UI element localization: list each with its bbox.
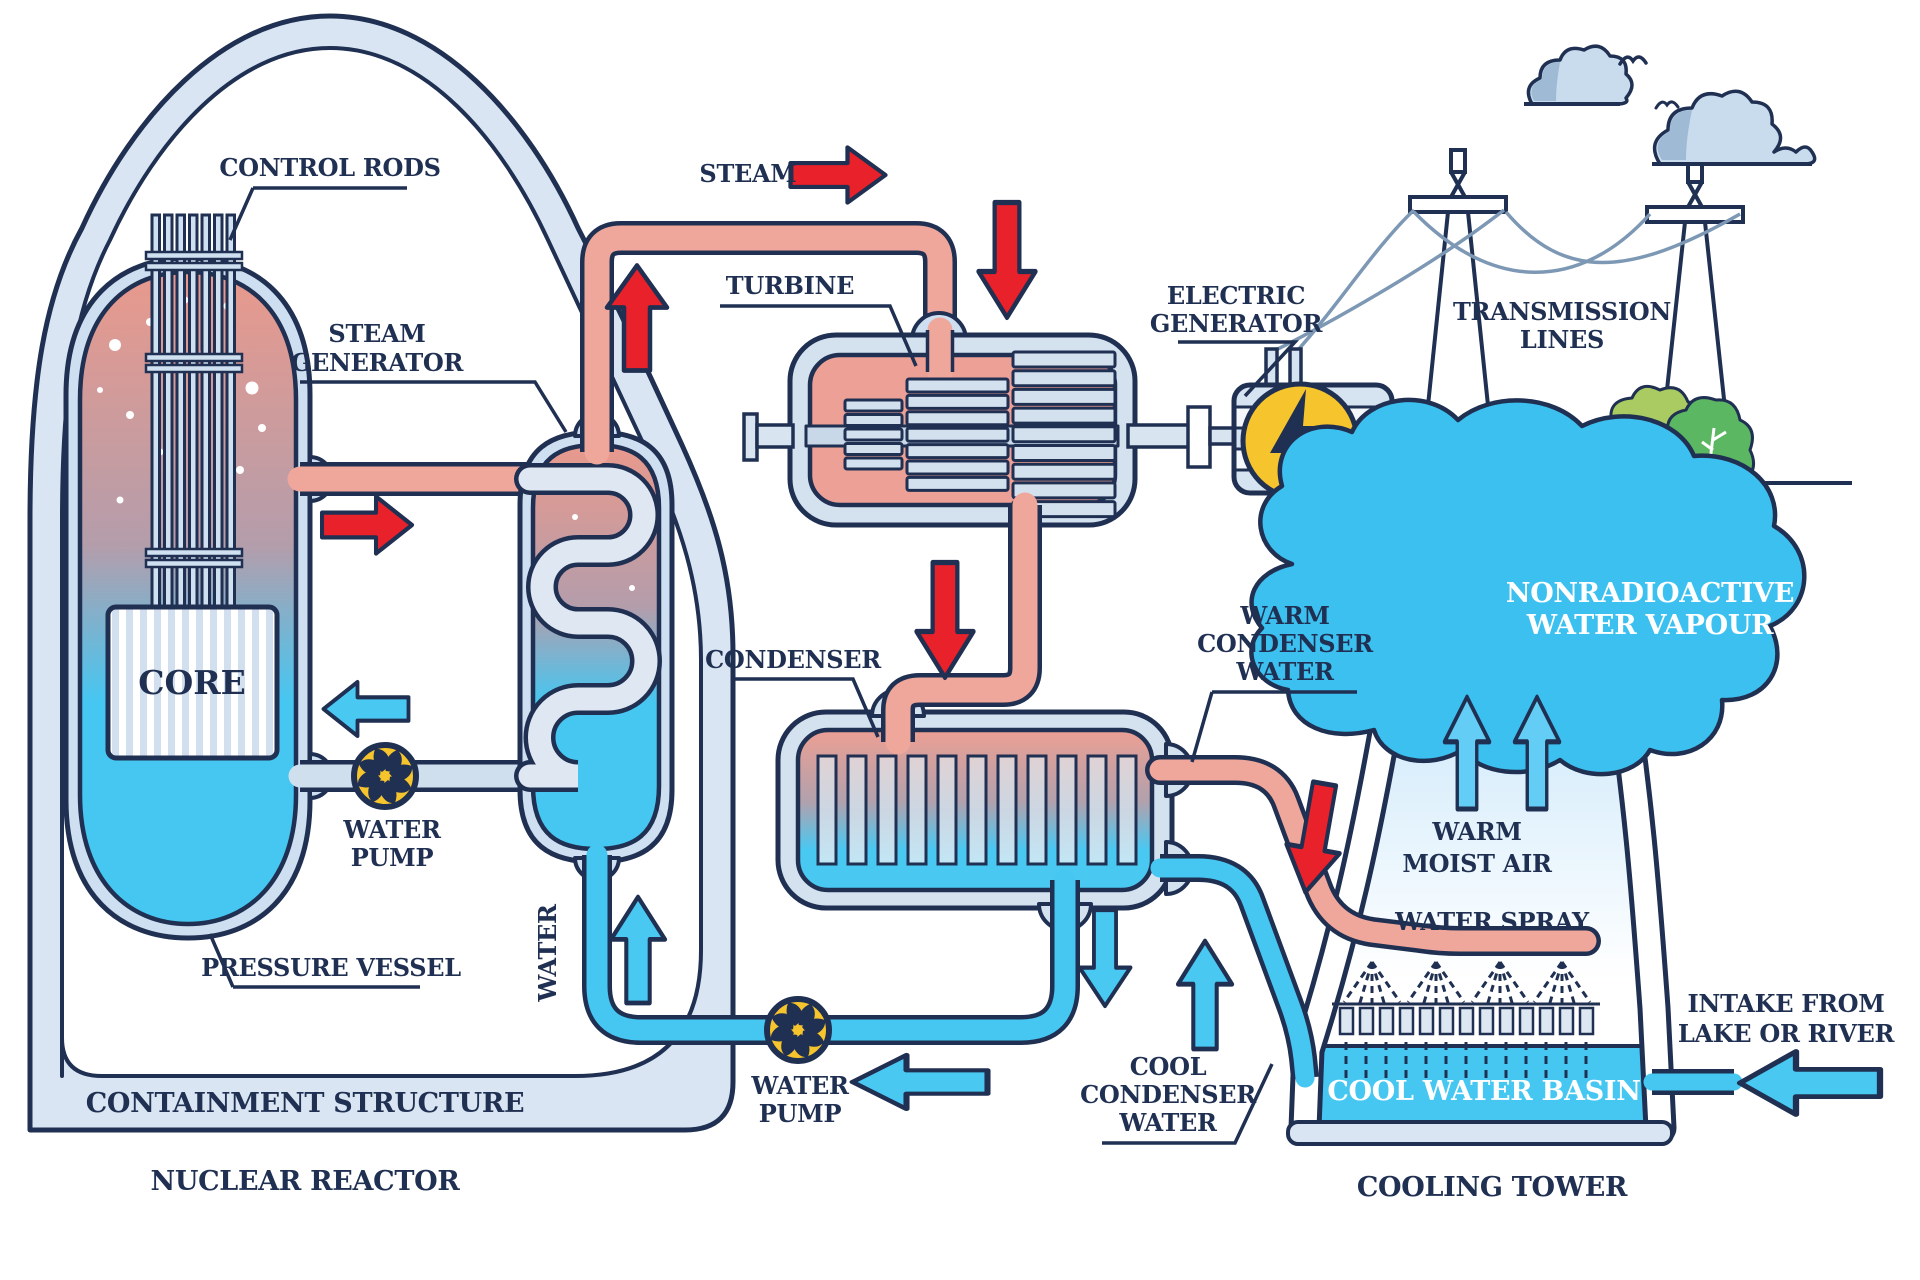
- reactor-core: CORE: [105, 604, 280, 761]
- steam-bubbles: [97, 296, 266, 504]
- pump-suction-arrow: [853, 1055, 988, 1109]
- tower-interior: [1318, 658, 1652, 1122]
- condensate-down-arrow: [1080, 910, 1131, 1006]
- steam-pipe: [580, 221, 957, 465]
- condenser-inlet-arrow: [917, 563, 974, 678]
- water-pump-primary-label-line2: PUMP: [351, 843, 434, 872]
- core-label: CORE: [138, 663, 246, 702]
- warm-condenser-water-label-line2: CONDENSER: [1197, 629, 1374, 658]
- power-lines: [1271, 208, 1741, 354]
- control-rods: [144, 213, 244, 614]
- cool-condenser-water-pipe: [1150, 854, 1319, 1088]
- nonradioactive-water-vapour-label-line2: WATER VAPOUR: [1526, 610, 1774, 641]
- transmission-lines-label-line1: TRANSMISSION: [1453, 297, 1671, 326]
- transmission-lines-label-line2: LINES: [1520, 325, 1604, 354]
- water-pump-primary-label-line1: WATER: [342, 815, 442, 844]
- steam-label: STEAM: [699, 159, 796, 188]
- water-spray-label: WATER SPRAY: [1394, 907, 1590, 936]
- condenser: [775, 688, 1194, 932]
- shaft-left-end: [742, 412, 795, 462]
- turbine-blades: [843, 350, 1117, 519]
- warm-condenser-water-label-line3: WATER: [1235, 657, 1335, 686]
- cool-condenser-water-label-line3: WATER: [1118, 1108, 1218, 1137]
- warm-moist-air-label-line2: MOIST AIR: [1402, 849, 1553, 878]
- turbine-inlet-arrow: [979, 203, 1036, 318]
- spray-fill-packing: [1332, 1002, 1600, 1082]
- cooling-tower: [1286, 639, 1677, 1146]
- exhaust-steam-pipe: [881, 492, 1042, 755]
- intake-arrow: [1740, 1052, 1880, 1115]
- bird-icon: [1618, 55, 1648, 66]
- water-pump-secondary-label-line1: WATER: [750, 1071, 850, 1100]
- cool-condenser-water-label-line2: CONDENSER: [1080, 1080, 1257, 1109]
- nonradioactive-water-vapour-label-line1: NONRADIOACTIVE: [1506, 578, 1794, 609]
- water-pump-secondary-icon: [767, 999, 829, 1061]
- steam-generator: [514, 412, 675, 882]
- control-rods-label: CONTROL RODS: [219, 153, 440, 182]
- heat-exchanger-coil: [514, 463, 662, 792]
- steam-flow-arrow: [791, 147, 886, 202]
- condenser-tubes: [816, 754, 1138, 866]
- cloud-icon: [1652, 89, 1817, 166]
- cool-condenser-water-label-line1: COOL: [1130, 1052, 1207, 1081]
- water-pump-secondary-label-line2: PUMP: [759, 1099, 842, 1128]
- containment-structure-label: CONTAINMENT STRUCTURE: [86, 1088, 525, 1119]
- bird-icon: [1654, 100, 1680, 110]
- steam-generator-label-line1: STEAM: [328, 319, 425, 348]
- cool-water-arrow: [1178, 941, 1232, 1049]
- cool-water-basin-label: COOL WATER BASIN: [1327, 1076, 1640, 1107]
- water-vapour-cloud: NONRADIOACTIVE WATER VAPOUR: [1249, 397, 1807, 777]
- water-pump-primary-icon: [354, 745, 416, 807]
- tower-base-rim: [1286, 1120, 1674, 1146]
- intake-label-line1: INTAKE FROM: [1688, 989, 1885, 1018]
- turbine: [742, 311, 1138, 528]
- electric-generator-label-line2: GENERATOR: [1150, 309, 1324, 338]
- nuclear-reactor-label: NUCLEAR REACTOR: [150, 1166, 460, 1197]
- electric-generator-label-line1: ELECTRIC: [1167, 281, 1305, 310]
- intake-label-line2: LAKE OR RIVER: [1678, 1019, 1896, 1048]
- turbine-label: TURBINE: [726, 271, 854, 300]
- condenser-label: CONDENSER: [705, 645, 882, 674]
- steam-generator-label-line2: GENERATOR: [291, 348, 465, 377]
- cloud-icon: [1524, 44, 1634, 106]
- warm-condenser-water-label-line1: WARM: [1239, 601, 1329, 630]
- cooling-tower-label: COOLING TOWER: [1357, 1172, 1628, 1203]
- warm-moist-air-label-line1: WARM: [1431, 817, 1521, 846]
- water-label: WATER: [533, 903, 562, 1003]
- pressure-vessel-label: PRESSURE VESSEL: [201, 953, 461, 982]
- warm-condenser-water-pipe: [1145, 755, 1601, 956]
- callout-labels: CONTROL RODS STEAM GENERATOR STEAM TURBI…: [86, 153, 1896, 1203]
